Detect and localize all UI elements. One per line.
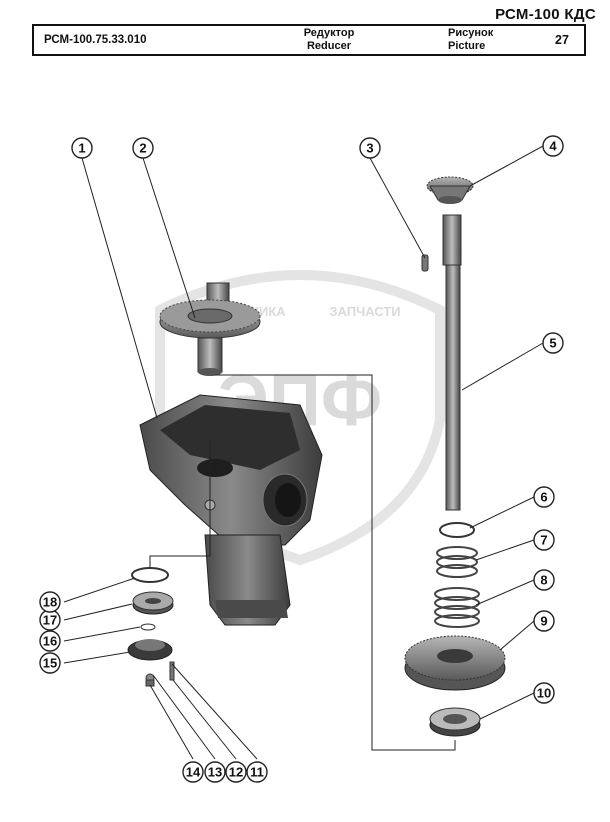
vertical-shaft [442,214,462,511]
picture-number: 27 [555,33,569,47]
bolt [145,679,155,687]
title-block: РСМ-100.75.33.010 Редуктор Reducer Рисун… [32,24,586,56]
callout-4: 4 [542,135,564,157]
document-model-title: РСМ-100 КДС [495,6,596,23]
svg-text:17: 17 [43,613,57,628]
callout-9: 9 [533,610,555,632]
callout-17: 17 [39,609,61,631]
retaining-ring [439,522,475,538]
callout-14: 14 [182,761,204,783]
driven-gear-assembly [159,282,261,376]
pin [169,661,175,681]
svg-text:6: 6 [540,490,547,505]
leader-lines [63,145,544,760]
picture-label-en: Picture [448,40,486,52]
svg-text:8: 8 [540,573,547,588]
snap-ring [131,567,169,583]
callout-13: 13 [204,761,226,783]
callout-8: 8 [533,569,555,591]
assembly-name-en: Reducer [306,40,352,52]
svg-text:13: 13 [208,765,222,780]
assembly-name-ru: Редуктор [303,27,355,39]
picture-label-ru: Рисунок [448,27,494,39]
svg-text:18: 18 [43,595,57,610]
callout-6: 6 [533,486,555,508]
key-part [421,254,429,272]
callout-10: 10 [533,682,555,704]
svg-text:16: 16 [43,634,57,649]
svg-text:15: 15 [43,656,57,671]
callout-15: 15 [39,652,61,674]
svg-text:11: 11 [250,765,264,780]
callout-5: 5 [542,332,564,354]
svg-text:5: 5 [549,336,556,351]
svg-text:10: 10 [537,686,551,701]
svg-text:9: 9 [540,614,547,629]
callout-11: 11 [246,761,268,783]
callout-12: 12 [225,761,247,783]
callout-7: 7 [533,529,555,551]
svg-text:14: 14 [186,765,201,780]
spring-small [436,546,478,578]
svg-text:1: 1 [78,141,85,156]
assembly-name: Редуктор Reducer [214,26,444,54]
picture-label: Рисунок Picture [444,26,540,54]
svg-text:2: 2 [139,141,146,156]
svg-text:7: 7 [540,533,547,548]
bottom-cover [127,639,173,661]
callout-3: 3 [359,137,381,159]
callout-18: 18 [39,591,61,613]
callout-16: 16 [39,630,61,652]
bearing-lower [429,707,481,737]
svg-text:3: 3 [366,141,373,156]
o-ring [140,623,156,631]
bevel-gear [426,176,474,204]
gearbox-housing [139,394,323,626]
svg-text:12: 12 [229,765,243,780]
svg-text:4: 4 [549,139,557,154]
drawing-code: РСМ-100.75.33.010 [44,34,147,46]
callout-1: 1 [71,137,93,159]
bearing-upper [132,591,174,615]
callout-2: 2 [132,137,154,159]
large-spur-gear [404,635,506,691]
spring-large [434,587,480,628]
watermark-line2: ЗАПЧАСТИ [329,304,400,319]
